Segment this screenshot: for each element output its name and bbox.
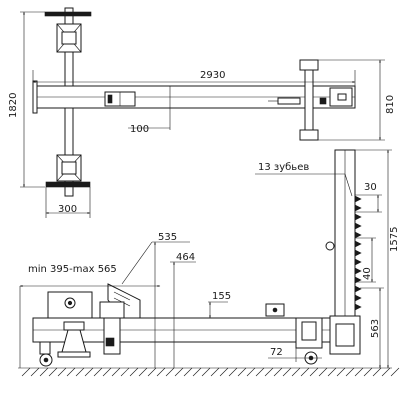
hatch-line — [66, 367, 76, 377]
hatch-line — [273, 367, 283, 377]
hatch-line — [228, 367, 238, 377]
dim-300: 300 — [58, 204, 77, 215]
hatch-line — [327, 367, 337, 377]
hatch-line — [102, 367, 112, 377]
plan-bottom-clamp — [56, 154, 82, 182]
hatch-line — [39, 367, 49, 377]
dim-72: 72 — [270, 347, 283, 358]
hatch-line — [120, 367, 130, 377]
hatch-line — [246, 367, 256, 377]
dim-30: 30 — [364, 182, 377, 193]
dim-2930: 2930 — [200, 70, 225, 81]
hatch-line — [174, 367, 184, 377]
hatch-line — [21, 367, 31, 377]
side-hydraulic-ram — [265, 241, 335, 317]
hatch-line — [75, 367, 85, 377]
hatch-line — [138, 367, 148, 377]
dim-563: 563 — [370, 319, 381, 338]
tower-tooth — [354, 195, 362, 203]
dim-40: 40 — [362, 267, 373, 280]
plan-view: 2930 1820 810 100 300 — [8, 7, 396, 218]
dim-155: 155 — [212, 291, 231, 302]
hatch-line — [165, 367, 175, 377]
hatch-line — [237, 367, 247, 377]
hatch-line — [183, 367, 193, 377]
side-tower-base — [295, 317, 323, 365]
tower-tooth — [354, 240, 362, 248]
hatch-line — [300, 367, 310, 377]
side-wedge-hook — [99, 283, 141, 355]
dim-reach: min 395-max 565 — [28, 264, 117, 275]
tower-tooth — [354, 294, 362, 302]
hatch-line — [129, 367, 139, 377]
hatch-line — [192, 367, 202, 377]
hatch-line — [354, 367, 364, 377]
tower-tooth — [354, 204, 362, 212]
dim-100: 100 — [130, 124, 149, 135]
plan-base-bar — [45, 181, 91, 188]
tower-teeth — [354, 195, 362, 311]
hatch-line — [372, 367, 382, 377]
tower-tooth — [354, 303, 362, 311]
plan-top-clamp — [56, 23, 82, 53]
plan-hydraulic-cylinder — [268, 97, 327, 105]
hatch-line — [111, 367, 121, 377]
tower-tooth — [354, 285, 362, 293]
hatch-line — [336, 367, 346, 377]
hatch-line — [93, 367, 103, 377]
tower-tooth — [354, 231, 362, 239]
hatch-line — [381, 367, 391, 377]
hatch-line — [345, 367, 355, 377]
hatch-line — [156, 367, 166, 377]
hatch-line — [291, 367, 301, 377]
plan-top-crossbar — [44, 11, 92, 17]
hatch-line — [210, 367, 220, 377]
side-left-wheel — [39, 341, 53, 367]
plan-sliding-block — [104, 91, 136, 107]
hatch-line — [363, 367, 373, 377]
tower-tooth — [354, 222, 362, 230]
tower-tooth — [354, 249, 362, 257]
dim-1575: 1575 — [389, 227, 400, 252]
tower-tooth — [354, 267, 362, 275]
side-jack-stand — [57, 321, 91, 358]
hatch-line — [30, 367, 40, 377]
tower-tooth — [354, 213, 362, 221]
dim-464: 464 — [176, 252, 195, 263]
side-view: 13 зубьев 30 1575 40 563 535 464 min 395… — [18, 149, 400, 377]
dim-535: 535 — [158, 232, 177, 243]
dim-810: 810 — [385, 95, 396, 114]
hatch-line — [282, 367, 292, 377]
tower-tooth — [354, 258, 362, 266]
hatch-line — [318, 367, 328, 377]
plan-right-column — [299, 59, 353, 141]
hatch-line — [48, 367, 58, 377]
hatch-line — [309, 367, 319, 377]
hatch-line — [390, 367, 400, 377]
teeth-count-label: 13 зубьев — [258, 162, 309, 173]
hatch-line — [264, 367, 274, 377]
hatch-line — [57, 367, 67, 377]
hatch-line — [219, 367, 229, 377]
side-tower-column — [329, 149, 361, 355]
hatch-line — [147, 367, 157, 377]
hatch-line — [201, 367, 211, 377]
dim-1820: 1820 — [8, 93, 19, 118]
ground-hatching — [18, 367, 400, 377]
hatch-line — [84, 367, 94, 377]
side-clamp-head — [47, 291, 93, 319]
tower-tooth — [354, 276, 362, 284]
hatch-line — [255, 367, 265, 377]
